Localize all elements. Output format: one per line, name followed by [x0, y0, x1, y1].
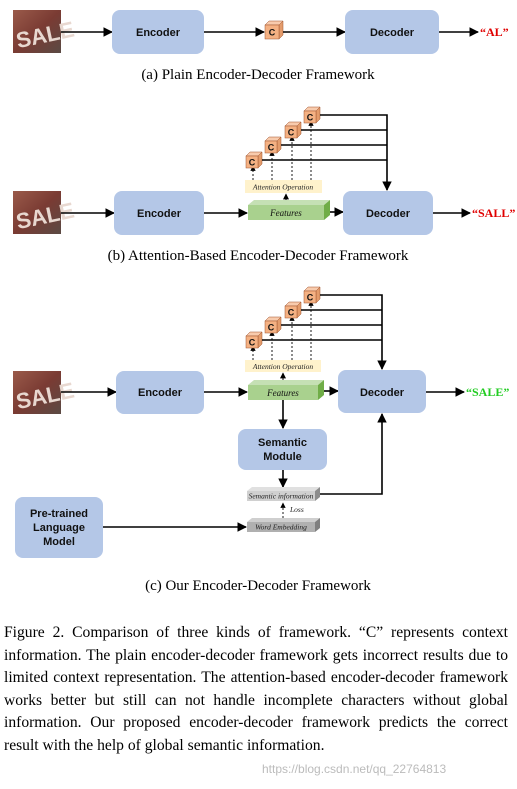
context-label: C [307, 293, 314, 303]
semantic-module-box [238, 429, 327, 470]
decoder-box [338, 370, 426, 413]
semantic-module-label-line1: Semantic [258, 437, 307, 449]
semantic-module-label-line2: Module [263, 451, 302, 463]
attention-operation-block [245, 180, 322, 193]
loss-label: Loss [289, 505, 304, 514]
decoder-label: Decoder [366, 208, 411, 220]
encoder-label: Encoder [136, 27, 181, 39]
context-label: C [268, 323, 275, 333]
context-label: C [249, 158, 256, 168]
features-block: Features [248, 200, 330, 220]
output-text: “SALL” [472, 206, 515, 220]
watermark: https://blog.csdn.net/qq_22764813 [262, 762, 447, 776]
attention-dashed-arrows [250, 300, 314, 360]
context-to-decoder-lines [262, 294, 387, 370]
context-to-decoder-lines [262, 114, 392, 191]
features-label: Features [269, 208, 302, 218]
plm-label-line3: Model [43, 536, 75, 548]
panel-a-caption: (a) Plain Encoder-Decoder Framework [141, 67, 375, 83]
attention-label: Attention Operation [252, 183, 313, 192]
panel-b-caption: (b) Attention-Based Encoder-Decoder Fram… [108, 248, 409, 264]
attention-label: Attention Operation [252, 362, 313, 371]
features-label: Features [266, 388, 299, 398]
context-cubes: C C C C [245, 286, 321, 349]
decoder-label: Decoder [370, 27, 415, 39]
encoder-box [114, 191, 204, 235]
context-label: C [307, 113, 314, 123]
input-image-sale: SALE [13, 10, 76, 53]
plm-label-line1: Pre-trained [30, 508, 88, 520]
figure-caption: Figure 2. Comparison of three kinds of f… [4, 624, 508, 754]
context-label: C [268, 143, 275, 153]
plm-label-line2: Language [33, 522, 85, 534]
pretrained-language-model-box [15, 497, 103, 558]
encoder-box [112, 10, 204, 54]
semantic-information-label: Semantic information [249, 492, 314, 501]
attention-dashed-arrows [250, 120, 314, 180]
semantic-information-block: Semantic information [247, 487, 320, 501]
decoder-box [345, 10, 439, 54]
context-label: C [269, 28, 276, 38]
attention-operation-block [245, 360, 321, 372]
context-cube: C [264, 20, 284, 40]
panel-c-caption: (c) Our Encoder-Decoder Framework [145, 578, 371, 594]
encoder-box [116, 371, 204, 414]
decoder-box [343, 191, 433, 235]
encoder-label: Encoder [137, 208, 182, 220]
word-embedding-label: Word Embedding [255, 523, 307, 532]
output-text: “SALE” [466, 385, 509, 399]
context-label: C [249, 338, 256, 348]
decoder-label: Decoder [360, 387, 405, 399]
semantic-to-decoder-arrow [320, 413, 387, 495]
panel-b: SALE Encoder Features Attention Operatio… [13, 106, 515, 264]
context-label: C [288, 308, 295, 318]
panel-c: SALE Encoder Features Attention Operatio… [13, 286, 509, 594]
input-image-sale: SALE [13, 191, 76, 234]
features-block: Features [248, 380, 324, 400]
output-text: “AL” [480, 25, 509, 39]
context-cubes: C C C C [245, 106, 321, 169]
encoder-label: Encoder [138, 387, 183, 399]
panel-a: SALE Encoder C Decoder “AL” (a) Plain En… [13, 10, 509, 83]
word-embedding-block: Word Embedding [247, 518, 320, 532]
context-label: C [288, 128, 295, 138]
